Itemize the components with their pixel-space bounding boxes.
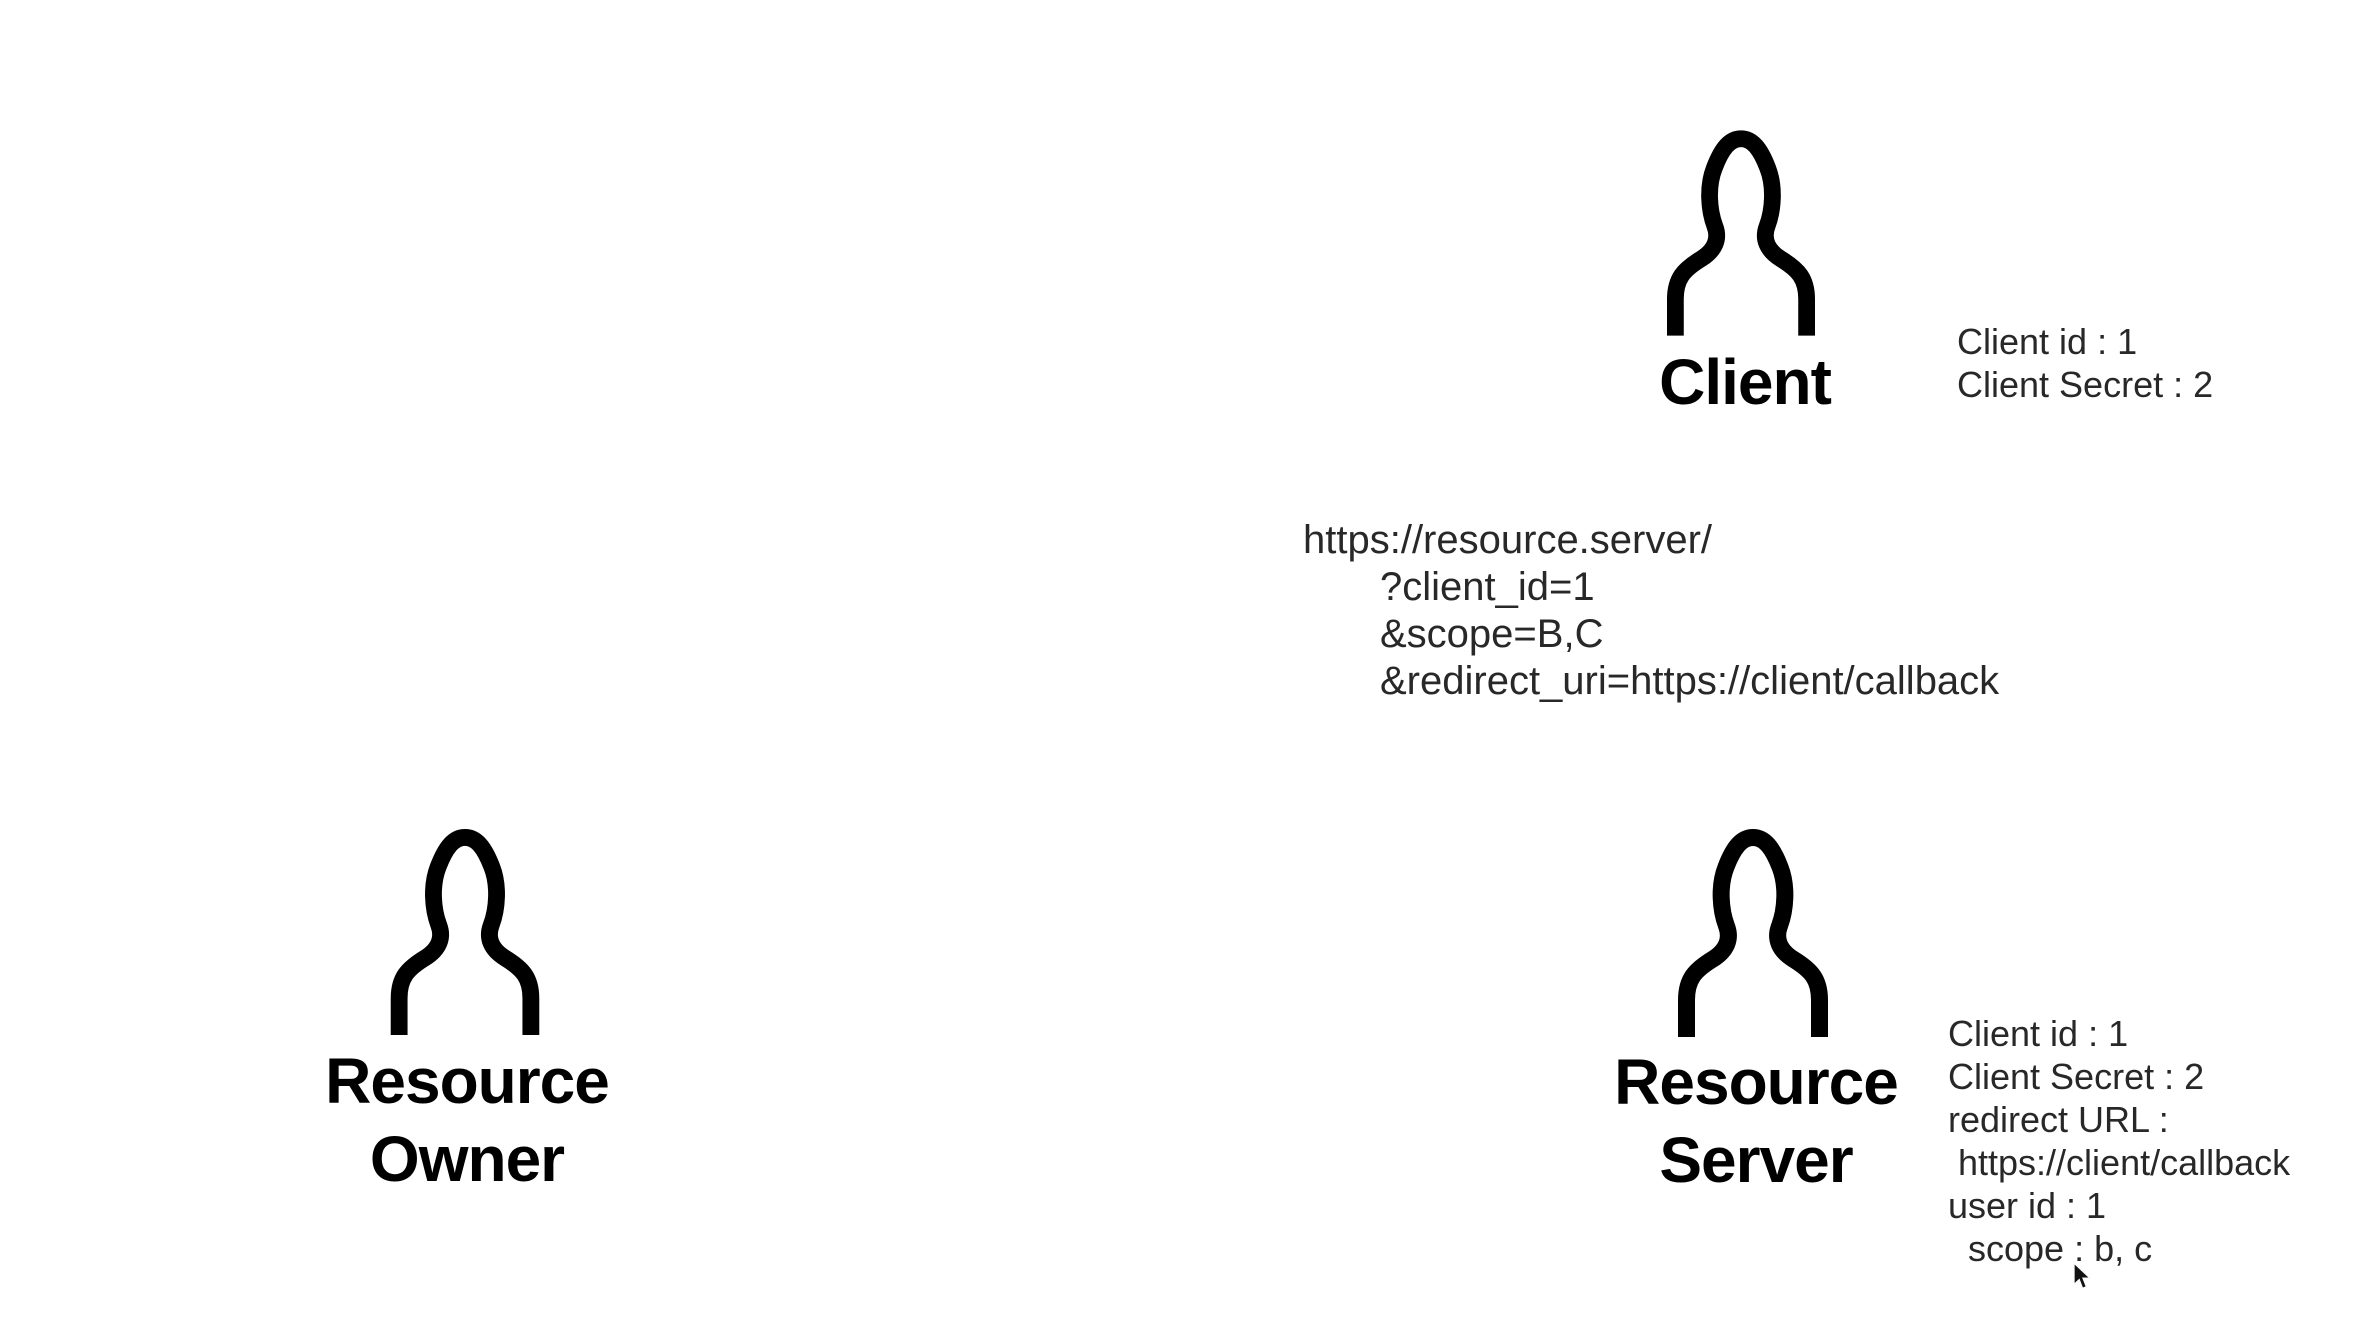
info-line: redirect URL : [1948,1099,2169,1140]
info-line: user id : 1 [1948,1185,2107,1226]
label-line: Owner [369,1123,565,1195]
url-line: &redirect_uri=https://client/callback [1380,659,2000,703]
url-line: https://resource.server/ [1303,518,1713,562]
mouse-cursor-icon [2072,1261,2093,1291]
info-line: https://client/callback [1948,1142,2291,1183]
info-line: Client id : 1 [1948,1013,2129,1054]
client-person-icon [1667,128,1815,337]
info-line: scope : b, c [1948,1228,2153,1269]
label-line: Server [1659,1124,1853,1196]
info-line: Client Secret : 2 [1948,1056,2205,1097]
info-line: Client id : 1 [1957,321,2138,362]
authorization-request-url: https://resource.server/?client_id=1&sco… [1303,517,1999,705]
label-line: Resource [325,1045,610,1117]
url-line: ?client_id=1 [1380,565,1595,609]
label-line: Resource [1614,1046,1899,1118]
info-line: Client Secret : 2 [1957,364,2214,405]
client-label: Client [1659,346,1832,418]
resource-owner-person-icon [390,828,540,1035]
url-line: &scope=B,C [1380,612,1604,656]
resource-server-person-icon [1678,828,1828,1037]
